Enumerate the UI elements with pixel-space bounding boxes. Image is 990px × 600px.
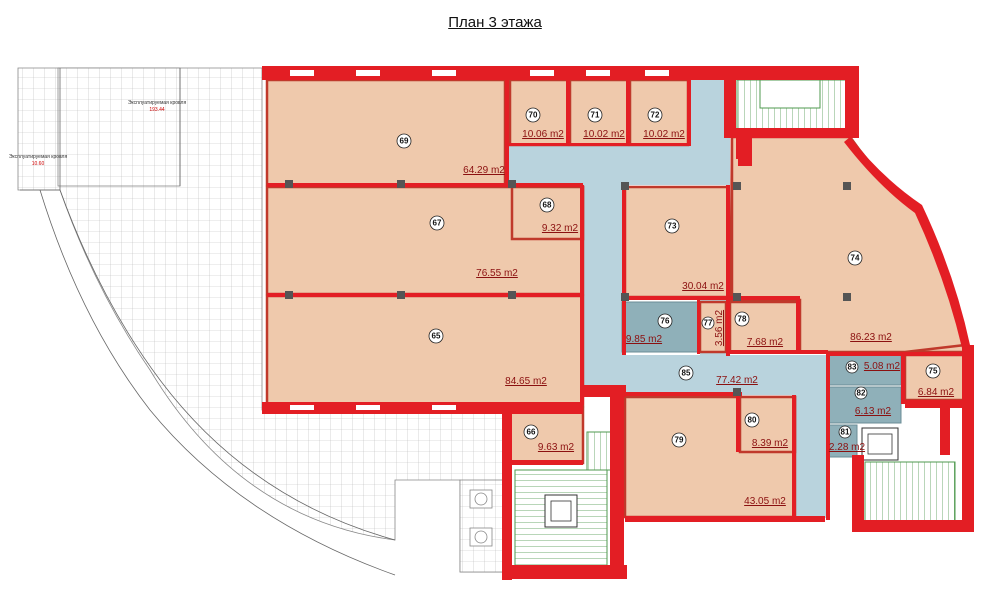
roof-terrace: Эксплуатируемая кровля 193.44 Эксплуатир… bbox=[9, 67, 506, 576]
room-number-72: 72 bbox=[651, 111, 660, 120]
room-area-76: 9.85 m2 bbox=[626, 334, 663, 345]
room-76 bbox=[621, 301, 699, 353]
room-area-83: 5.08 m2 bbox=[864, 361, 901, 372]
room-65 bbox=[265, 294, 585, 408]
room-number-74: 74 bbox=[851, 254, 860, 263]
room-number-85: 85 bbox=[682, 369, 691, 378]
room-area-79: 43.05 m2 bbox=[744, 496, 786, 507]
room-area-73: 30.04 m2 bbox=[682, 281, 724, 292]
room-number-76: 76 bbox=[661, 317, 670, 326]
walls bbox=[262, 66, 974, 580]
room-labels: 69 64.29 m2 70 10.06 m2 71 10.02 m2 72 1… bbox=[396, 107, 955, 507]
room-area-68: 9.32 m2 bbox=[542, 223, 579, 234]
room-area-71: 10.02 m2 bbox=[583, 129, 625, 140]
room-area-70: 10.06 m2 bbox=[522, 129, 564, 140]
room-number-83: 83 bbox=[848, 363, 857, 372]
room-area-80: 8.39 m2 bbox=[752, 438, 789, 449]
room-78 bbox=[728, 300, 800, 354]
room-number-79: 79 bbox=[675, 436, 684, 445]
room-69 bbox=[265, 78, 507, 187]
room-area-74: 86.23 m2 bbox=[850, 332, 892, 343]
room-area-69: 64.29 m2 bbox=[463, 165, 505, 176]
room-number-73: 73 bbox=[668, 222, 677, 231]
room-number-68: 68 bbox=[543, 201, 552, 210]
room-number-65: 65 bbox=[432, 332, 441, 341]
room-area-78: 7.68 m2 bbox=[747, 337, 784, 348]
room-66 bbox=[508, 406, 585, 465]
roof-label-1: Эксплуатируемая кровля bbox=[128, 100, 187, 106]
room-area-75: 6.84 m2 bbox=[918, 387, 955, 398]
roof-label-2: Эксплуатируемая кровля bbox=[9, 154, 68, 160]
room-number-77: 77 bbox=[704, 319, 713, 328]
room-number-80: 80 bbox=[748, 416, 757, 425]
room-area-67: 76.55 m2 bbox=[476, 268, 518, 279]
room-number-82: 82 bbox=[857, 389, 866, 398]
room-area-81: 2.28 m2 bbox=[829, 442, 866, 453]
room-number-66: 66 bbox=[527, 428, 536, 437]
room-number-67: 67 bbox=[433, 219, 442, 228]
room-area-72: 10.02 m2 bbox=[643, 129, 685, 140]
room-area-85: 77.42 m2 bbox=[716, 375, 758, 386]
roof-value-1: 193.44 bbox=[149, 107, 165, 113]
room-number-69: 69 bbox=[400, 137, 409, 146]
columns bbox=[285, 180, 851, 396]
rooms bbox=[265, 78, 967, 519]
plan-title: План 3 этажа bbox=[448, 14, 542, 31]
room-area-77: 3.56 m2 bbox=[714, 309, 725, 346]
room-number-81: 81 bbox=[841, 428, 850, 437]
room-area-82: 6.13 m2 bbox=[855, 406, 892, 417]
room-number-78: 78 bbox=[738, 315, 747, 324]
room-number-70: 70 bbox=[529, 111, 538, 120]
room-area-66: 9.63 m2 bbox=[538, 442, 575, 453]
room-number-71: 71 bbox=[591, 111, 600, 120]
room-number-75: 75 bbox=[929, 367, 938, 376]
room-area-65: 84.65 m2 bbox=[505, 376, 547, 387]
roof-value-2: 10.60 bbox=[32, 161, 45, 167]
